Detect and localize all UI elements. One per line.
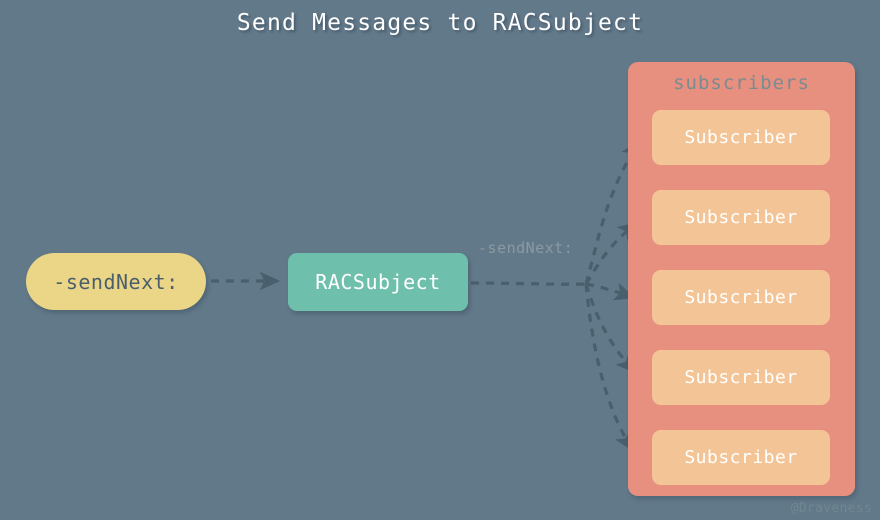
- subscriber-box-1[interactable]: Subscriber: [652, 110, 830, 165]
- subscriber-box-2[interactable]: Subscriber: [652, 190, 830, 245]
- subscriber-box-3[interactable]: Subscriber: [652, 270, 830, 325]
- subscriber-label: Subscriber: [684, 127, 798, 148]
- subscribers-container-title: subscribers: [673, 72, 810, 94]
- subscriber-box-4[interactable]: Subscriber: [652, 350, 830, 405]
- node-sendnext-label: -sendNext:: [53, 269, 179, 294]
- subscriber-box-5[interactable]: Subscriber: [652, 430, 830, 485]
- watermark: @Draveness: [790, 501, 872, 516]
- subscriber-label: Subscriber: [684, 367, 798, 388]
- edge-label-sendnext: -sendNext:: [478, 239, 574, 257]
- node-racsubject-label: RACSubject: [315, 270, 441, 294]
- subscriber-label: Subscriber: [684, 447, 798, 468]
- subscriber-label: Subscriber: [684, 207, 798, 228]
- page-title: Send Messages to RACSubject: [236, 10, 644, 36]
- subscriber-label: Subscriber: [684, 287, 798, 308]
- node-sendnext[interactable]: -sendNext:: [26, 253, 206, 310]
- subscribers-container: subscribers Subscriber Subscriber Subscr…: [628, 62, 855, 496]
- edge-subject-to-subscribers: [470, 140, 641, 452]
- node-racsubject[interactable]: RACSubject: [288, 253, 468, 311]
